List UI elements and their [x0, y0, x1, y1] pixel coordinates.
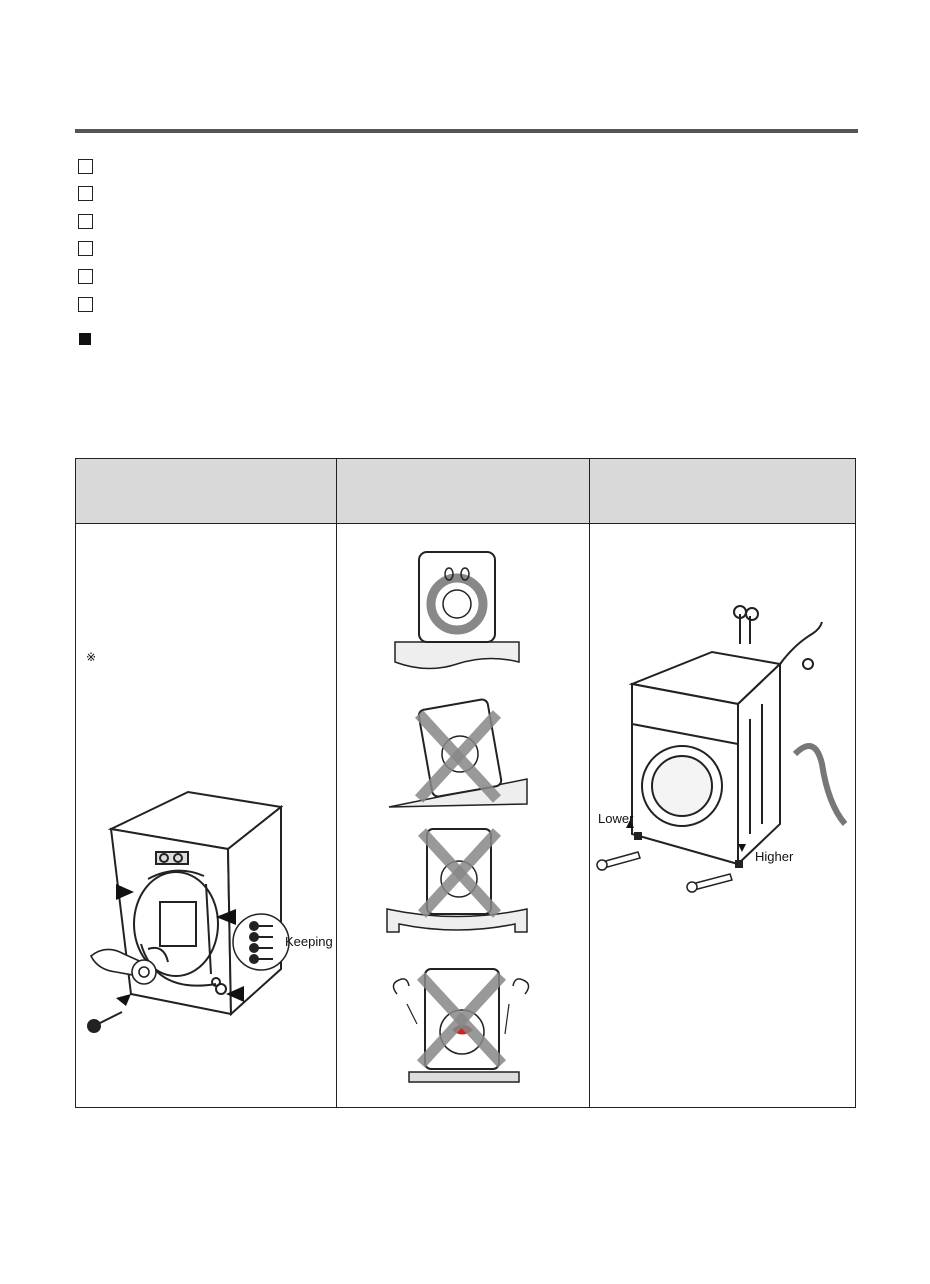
installation-table: ※ [75, 458, 856, 1108]
sloped-floor-example [388, 698, 528, 808]
reference-mark: ※ [86, 650, 97, 664]
checkbox[interactable] [78, 214, 93, 229]
column-header [75, 458, 337, 524]
higher-label: Higher [755, 849, 794, 864]
checkbox[interactable] [78, 159, 93, 174]
soft-floor-example [386, 828, 528, 933]
checkbox[interactable] [78, 186, 93, 201]
cell-adjust-feet: Lower Higher [589, 523, 856, 1108]
cell-floor-examples [336, 523, 590, 1108]
lower-label: Lower [598, 811, 634, 826]
checkbox[interactable] [78, 241, 93, 256]
column-header [336, 458, 590, 524]
checkbox[interactable] [78, 297, 93, 312]
level-floor-example [394, 551, 520, 670]
vibrating-example [392, 968, 530, 1083]
washer-back-bolts-illustration [87, 790, 290, 1033]
column-header [589, 458, 856, 524]
washer-front-leveling-illustration [596, 605, 848, 893]
square-bullet [79, 333, 91, 345]
floor-examples-illustration [386, 551, 530, 1083]
checkbox[interactable] [78, 269, 93, 284]
header-rule [75, 129, 858, 133]
keeping-label: Keeping [285, 934, 333, 949]
cell-remove-bolts: ※ [75, 523, 337, 1108]
